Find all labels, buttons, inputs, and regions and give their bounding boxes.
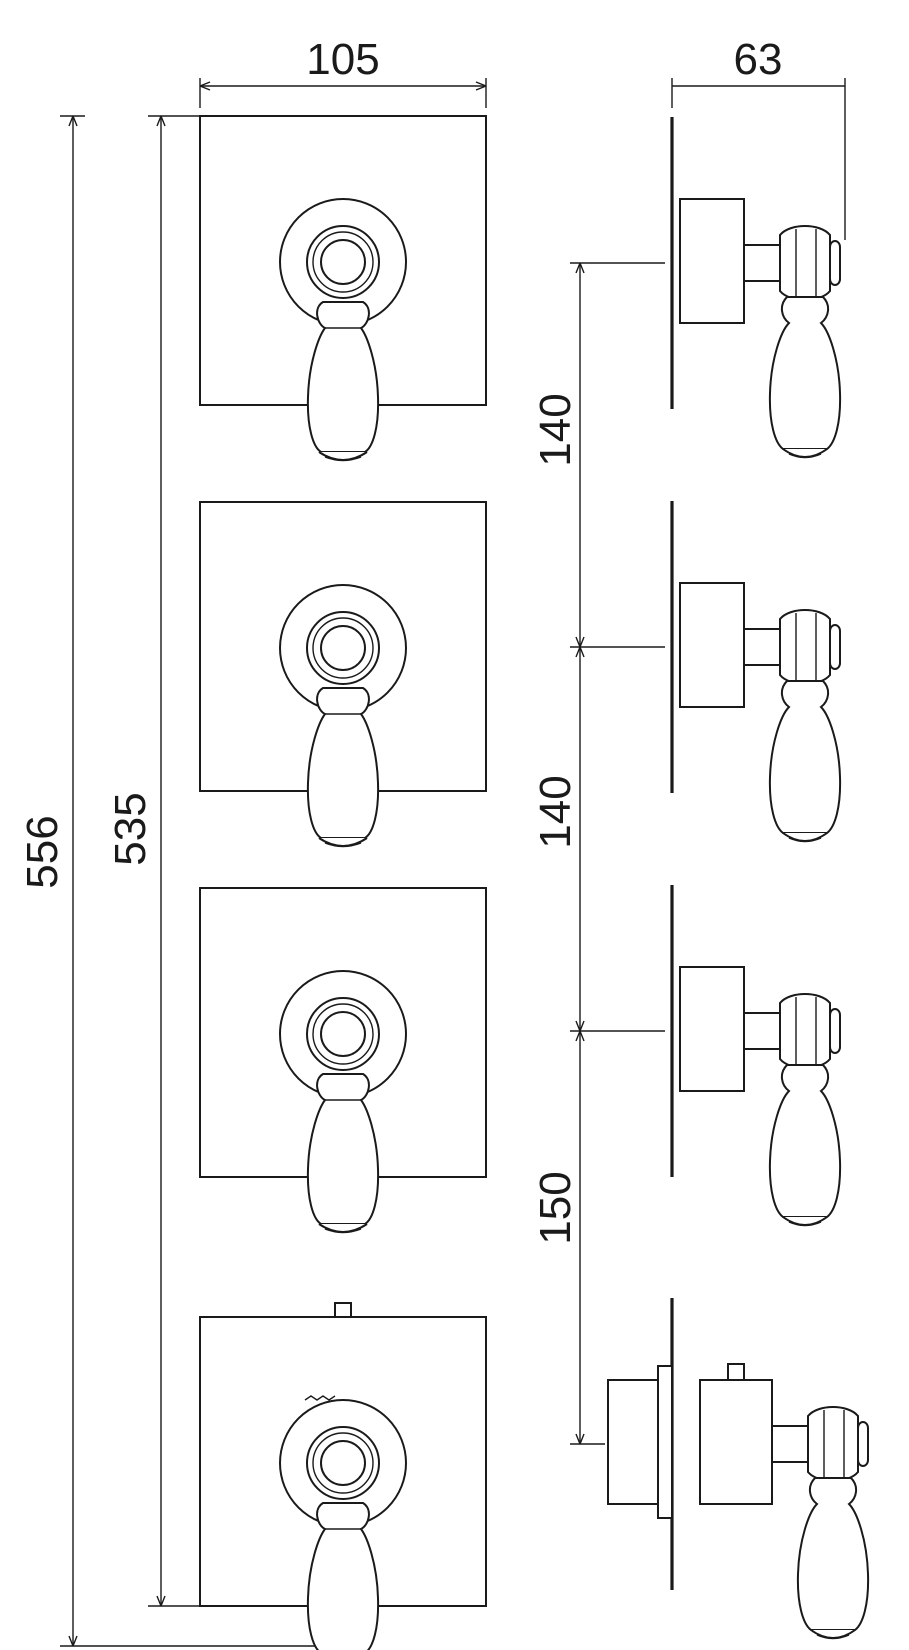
side-lever-end-ring — [788, 837, 822, 843]
plate-width-label: 105 — [306, 35, 379, 84]
spindle-ring-inner — [320, 1011, 366, 1057]
spacing-3-label: 150 — [531, 1171, 580, 1244]
dimension-stack-height: 535 — [106, 115, 200, 1607]
side-view-column — [607, 117, 870, 1640]
lever-end-cap — [318, 451, 368, 461]
side-unit-1 — [670, 117, 842, 459]
side-unit-2 — [670, 501, 842, 843]
side-unit-3 — [670, 885, 842, 1227]
lever-end-ring — [324, 1228, 362, 1234]
dimension-plate-width: 105 — [199, 35, 487, 108]
stop-tab — [727, 1363, 745, 1381]
lever-hub — [779, 993, 831, 1069]
spindle-ring-middle — [312, 617, 374, 679]
spacing-1-label: 140 — [531, 393, 580, 466]
thermostat-stop-tab — [334, 1302, 352, 1318]
dimension-overall-height: 556 — [18, 115, 330, 1647]
valve-stem — [743, 244, 781, 282]
lever-hub — [779, 609, 831, 685]
valve-body — [679, 582, 745, 708]
dimension-spacing-chain: 140 140 150 — [531, 262, 665, 1445]
spindle-ring-inner — [320, 625, 366, 671]
side-lever-handle — [768, 296, 842, 450]
hub-cap — [829, 624, 841, 670]
front-plate-2 — [199, 501, 487, 848]
side-lever-end-ring — [788, 1221, 822, 1227]
side-unit-4 — [607, 1298, 870, 1640]
hub-cap — [857, 1421, 869, 1467]
stack-height-label: 535 — [106, 792, 155, 865]
lever-handle — [306, 1502, 380, 1650]
side-lever-handle — [768, 680, 842, 834]
spindle-ring-middle — [312, 1003, 374, 1065]
side-lever-handle — [768, 1064, 842, 1218]
side-depth-label: 63 — [734, 35, 783, 84]
side-lever-end-ring — [788, 453, 822, 459]
temperature-scale-icon — [304, 1395, 336, 1401]
valve-stem — [771, 1425, 809, 1463]
side-lever-end-cap — [782, 832, 828, 842]
front-plate-1 — [199, 115, 487, 462]
lever-hub — [807, 1406, 859, 1482]
lever-end-cap — [318, 837, 368, 847]
side-lever-handle — [796, 1477, 870, 1631]
dimension-side-depth: 63 — [671, 35, 846, 240]
rear-flange — [657, 1365, 673, 1519]
lever-end-cap — [318, 1223, 368, 1233]
spindle-ring-middle — [312, 1432, 374, 1494]
side-lever-end-cap — [782, 1216, 828, 1226]
lever-hub — [779, 225, 831, 301]
side-lever-end-cap — [782, 448, 828, 458]
cartridge-body — [699, 1379, 773, 1505]
valve-stem — [743, 1012, 781, 1050]
hub-cap — [829, 240, 841, 286]
front-view-column — [199, 115, 487, 1650]
spindle-ring-middle — [312, 231, 374, 293]
valve-stem — [743, 628, 781, 666]
spindle-ring-inner — [320, 1440, 366, 1486]
front-plate-4 — [199, 1302, 487, 1650]
hub-cap — [829, 1008, 841, 1054]
valve-body — [679, 198, 745, 324]
side-lever-end-ring — [816, 1634, 850, 1640]
overall-height-label: 556 — [18, 815, 67, 888]
lever-end-ring — [324, 456, 362, 462]
spacing-2-label: 140 — [531, 775, 580, 848]
valve-body — [679, 966, 745, 1092]
lever-end-ring — [324, 842, 362, 848]
spindle-ring-inner — [320, 239, 366, 285]
front-plate-3 — [199, 887, 487, 1234]
side-lever-end-cap — [810, 1629, 856, 1639]
